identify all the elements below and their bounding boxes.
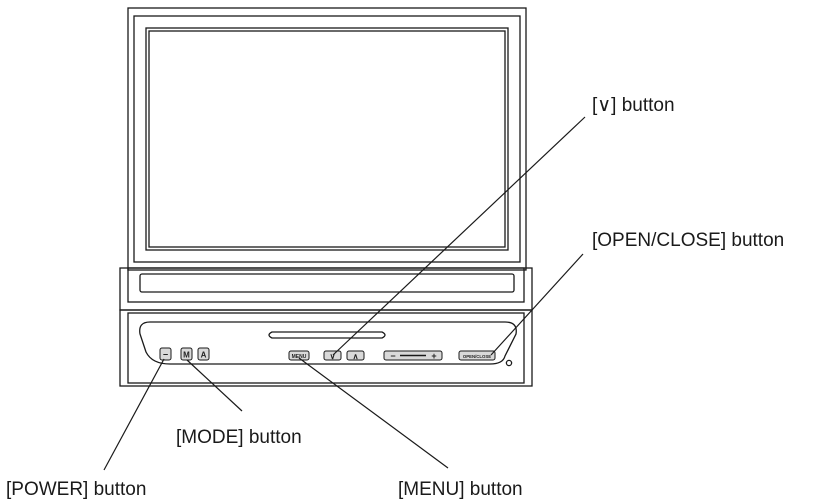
monitor-bezel	[133, 15, 521, 263]
leader-line-open-close	[490, 253, 584, 356]
open-close-button-label: OPEN/CLOSE	[463, 354, 491, 359]
menu-button[interactable]: MENU	[288, 350, 310, 361]
down-glyph: ∨	[330, 352, 336, 361]
slot-strip	[127, 267, 525, 303]
monitor-frame	[127, 7, 527, 271]
leader-line-power	[103, 358, 165, 471]
a-button[interactable]: A	[197, 347, 210, 361]
power-button[interactable]: −	[159, 347, 172, 361]
a-glyph: A	[201, 351, 207, 360]
callout-menu-button: [MENU] button	[398, 479, 523, 500]
slot-strip-inner	[139, 273, 515, 293]
open-close-button[interactable]: OPEN/CLOSE	[458, 350, 496, 361]
leader-line-menu	[298, 357, 449, 469]
leader-line-down	[332, 116, 586, 356]
callout-power-button: [POWER] button	[6, 479, 147, 500]
down-button[interactable]: ∨	[323, 350, 342, 361]
callout-open-close-button: [OPEN/CLOSE] button	[592, 230, 785, 251]
leader-line-mode	[186, 359, 243, 412]
housing-lower	[119, 309, 533, 387]
monitor-screen	[145, 27, 509, 251]
volume-plus-glyph: +	[431, 351, 436, 361]
mode-button[interactable]: M	[180, 347, 193, 361]
power-glyph: −	[163, 350, 168, 360]
control-panel-frame	[127, 312, 525, 384]
disc-slot	[268, 331, 386, 339]
up-button[interactable]: ∧	[346, 350, 365, 361]
volume-minus-glyph: −	[390, 351, 395, 361]
menu-button-label: MENU	[292, 354, 307, 360]
monitor-screen-inner	[148, 30, 506, 248]
mode-glyph: M	[183, 351, 190, 360]
reset-hole	[505, 359, 513, 367]
up-glyph: ∧	[353, 352, 359, 361]
callout-mode-button: [MODE] button	[176, 427, 302, 448]
volume-rocker[interactable]: − +	[383, 350, 443, 361]
callout-down-button: [∨] button	[592, 95, 675, 116]
